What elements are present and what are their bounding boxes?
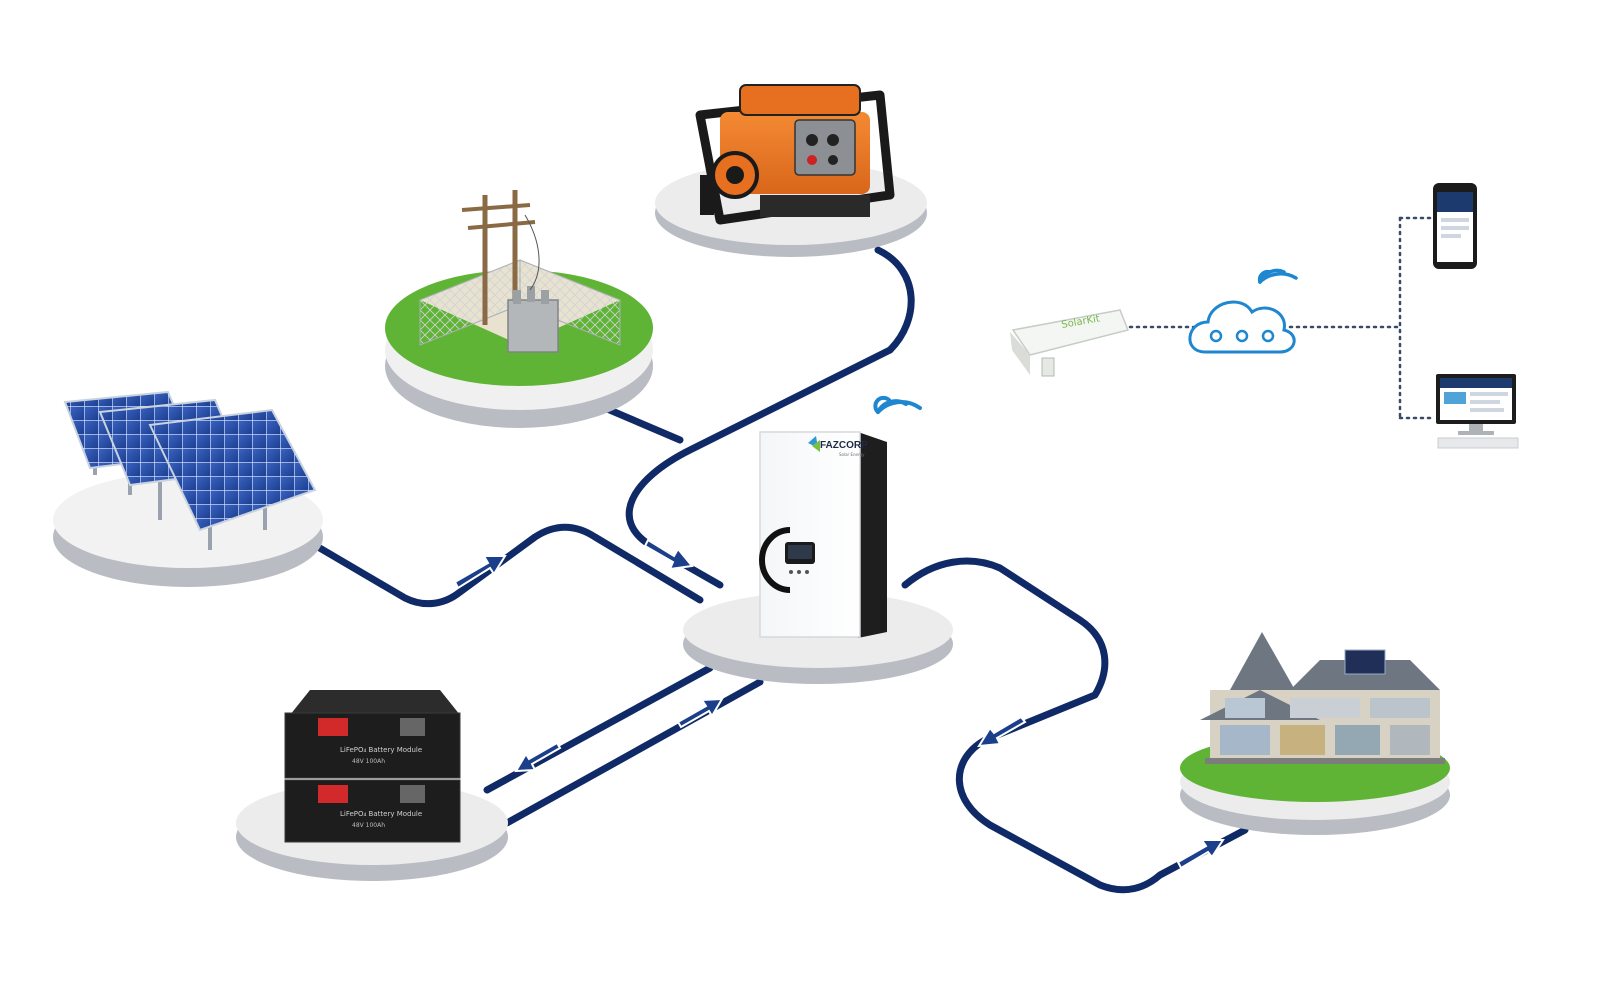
- wifi-icon: [873, 395, 922, 414]
- monitoring-links: [1128, 216, 1434, 420]
- battery-2-module-label: LiFePO₄ Battery Module: [340, 810, 422, 818]
- power-grid-substation-icon: [419, 190, 621, 353]
- arrow-solar-flow: [453, 555, 507, 590]
- cable-generator-to-inverter: [625, 246, 915, 589]
- cable-inverter-to-house: [901, 557, 1249, 894]
- battery-1-spec-label: 48V 100Ah: [352, 758, 385, 765]
- arrow-to-battery-flow: [514, 741, 562, 773]
- cloud-wifi-icon: [1257, 268, 1298, 284]
- battery-2-spec-label: 48V 100Ah: [352, 822, 385, 829]
- arrow-house-flow: [1176, 839, 1225, 870]
- inverter-tagline-label: Solar Energy: [839, 452, 865, 457]
- flow-arrows: [453, 538, 1225, 870]
- battery-1-module-label: LiFePO₄ Battery Module: [340, 746, 422, 754]
- hybrid-inverter: FAZCORP Solar Energy: [759, 431, 887, 638]
- wifi-dongle: SolarKit: [1010, 309, 1130, 377]
- cable-solar-to-inverter: [314, 523, 704, 608]
- cable-grid-to-inverter: [601, 404, 684, 444]
- arrow-from-battery-flow: [676, 697, 724, 729]
- generator-icon: [695, 84, 895, 225]
- solar-panels-icon: [63, 390, 317, 550]
- battery-bank: LiFePO₄ Battery Module 48V 100Ah LiFePO₄…: [284, 690, 461, 843]
- house-icon: [1200, 632, 1445, 764]
- arrow-generator-flow: [643, 538, 694, 571]
- desktop-computer-icon: [1436, 374, 1519, 449]
- arrow-to-house-flow: [977, 715, 1027, 748]
- cloud-icon: [1188, 300, 1296, 354]
- inverter-brand-label: FAZCORP: [820, 440, 868, 451]
- smartphone-icon: [1433, 183, 1477, 269]
